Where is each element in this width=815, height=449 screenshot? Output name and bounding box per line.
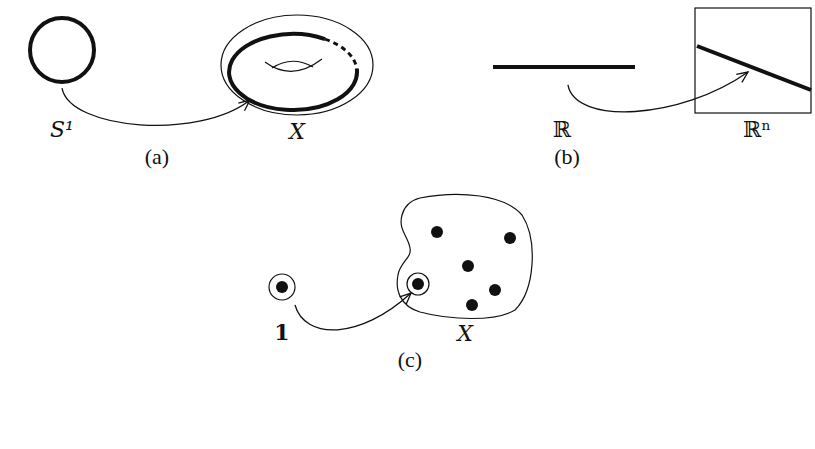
panel-label: (a)	[145, 146, 169, 168]
loop-curve-hidden	[325, 39, 357, 69]
point-dot	[462, 260, 474, 272]
space-node: ℝⁿ	[690, 4, 814, 144]
map-arrow	[62, 88, 250, 125]
space-label: 1	[274, 321, 289, 343]
point-dot	[504, 232, 516, 244]
set-outline	[397, 194, 532, 318]
arrow-head	[400, 293, 411, 304]
space-label: X	[289, 121, 305, 143]
point-dot	[276, 281, 288, 293]
torus-hole	[265, 59, 322, 71]
point-dot	[412, 278, 424, 290]
point-dot	[431, 226, 443, 238]
set-node: X	[390, 190, 535, 350]
space-label: ℝⁿ	[743, 119, 771, 141]
arrow-curve	[568, 72, 748, 112]
arrow-head	[736, 72, 748, 82]
point-dot	[489, 284, 501, 296]
line-image	[697, 46, 811, 90]
space-label: ℝ	[553, 119, 571, 141]
space-node: S¹	[20, 10, 104, 145]
line-shape	[493, 65, 635, 69]
space-label: X	[457, 323, 473, 345]
point-dot	[466, 299, 478, 311]
map-arrow	[295, 293, 411, 330]
arrow-curve	[295, 293, 411, 330]
space-node: ℝ	[488, 50, 640, 145]
torus-outline	[221, 15, 373, 115]
point-node: 1	[255, 262, 310, 347]
point-ring	[407, 273, 429, 295]
arrow-curve	[62, 88, 250, 125]
circle-shape	[30, 18, 94, 82]
space-node: X	[215, 12, 380, 147]
point-ring	[269, 274, 295, 300]
arrow-head	[238, 100, 250, 111]
loop-curve	[229, 34, 357, 110]
space-label: S¹	[50, 119, 74, 141]
torus-hole	[272, 61, 313, 68]
space-box	[695, 8, 811, 113]
panel-label: (b)	[554, 146, 580, 168]
map-arrow	[568, 72, 748, 112]
panel-label: (c)	[398, 349, 422, 371]
